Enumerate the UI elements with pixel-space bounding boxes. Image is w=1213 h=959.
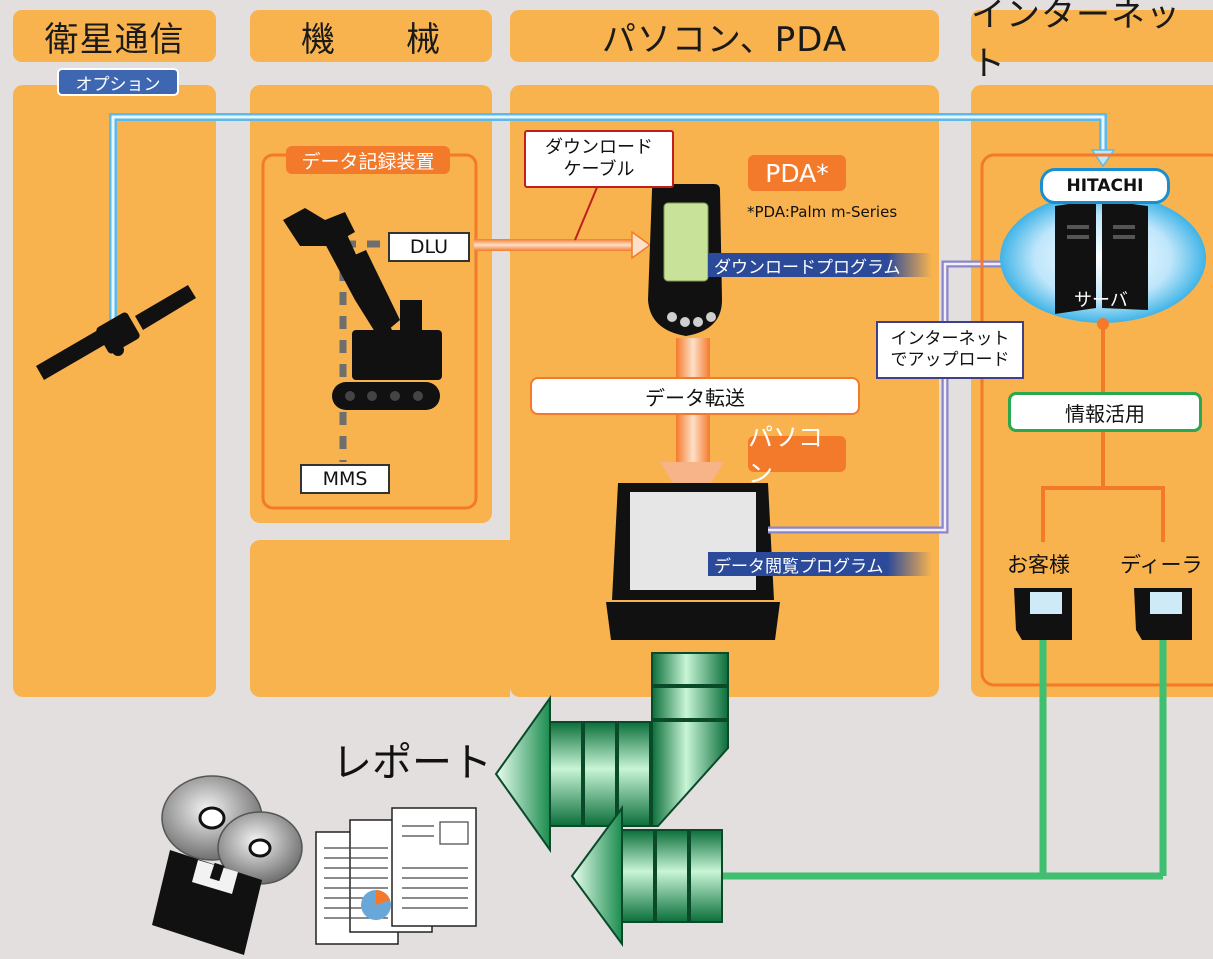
report-pipe-upper [494,652,729,854]
customer-terminal-icon [1014,588,1072,640]
mms-box: MMS [300,464,390,494]
data-transfer-box: データ転送 [530,377,860,415]
report-label: レポート [332,740,492,786]
internet-upload-line2: でアップロード [890,350,1010,370]
excavator-icon [283,208,442,410]
report-arrowhead-lower [570,804,623,948]
pda-note: *PDA:Palm m-Series [747,203,898,221]
satellite-link-arrow [1090,149,1116,168]
panel-machine-lower [250,540,510,697]
pc-label: パソコン [748,423,846,488]
header-machine: 機 械 [250,10,492,62]
pda-device-icon [648,184,722,336]
dlu-to-pda-beam [474,239,634,251]
header-pc-pda: パソコン、PDA [510,10,939,62]
dealer-terminal-icon [1134,588,1192,640]
hitachi-logo: HITACHI [1040,168,1170,204]
viewer-program-bar: データ閲覧プログラム [708,552,932,577]
option-badge: オプション [57,68,179,96]
internet-upload-box: インターネット でアップロード [876,321,1024,379]
info-use-box: 情報活用 [1008,392,1202,432]
info-tree-lines [1041,486,1165,542]
floppy-disk-icon [152,850,262,955]
internet-frame [980,153,1213,687]
dealer-label: ディーラ [1120,553,1203,577]
internet-upload-line1: インターネット [890,329,1010,349]
report-arrowhead-upper [494,694,551,854]
download-cable-box: ダウンロード ケーブル [524,130,674,188]
server-icon [1055,200,1148,314]
pda-label: PDA* [748,155,846,191]
download-cable-line2: ケーブル [563,159,635,180]
report-pipe-lower [570,804,723,948]
download-cable-line1: ダウンロード [545,137,653,158]
dlu-box: DLU [388,232,470,262]
recorder-label: データ記録装置 [286,146,450,174]
download-program-bar: ダウンロードプログラム [708,253,932,278]
server-label: サーバ [1074,290,1128,311]
download-cable-pointer [574,184,599,241]
report-document-icon [315,807,477,945]
customer-label: お客様 [1007,553,1070,577]
satellite-icon [36,285,196,380]
header-satellite: 衛星通信 [13,10,216,62]
feedback-lines [722,640,1167,880]
